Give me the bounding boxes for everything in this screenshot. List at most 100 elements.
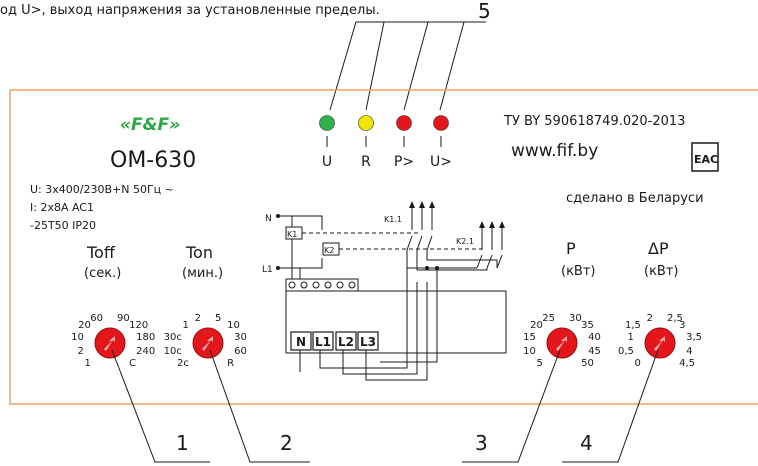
dial-3-tick-label: 30 [569, 313, 582, 324]
coil-k1-label: K1 [287, 230, 297, 239]
led-indicators: U R P> U> [319, 115, 452, 170]
dial-4-tick-label: 0 [635, 358, 641, 369]
dial-4-tick-label: 3 [679, 320, 685, 331]
dial-4-pointer-icon [654, 336, 665, 351]
terminal-l1: L1 [312, 331, 334, 351]
terminal-block: N L1 L2 L3 [290, 331, 379, 351]
dial-4-tick-label: 0,5 [618, 346, 634, 357]
wire-out-l3 [365, 282, 428, 381]
dial-4-tick-label: 1 [628, 332, 634, 343]
dial-2-tick-label: 1 [183, 320, 189, 331]
tu-code: ТУ BY 590618749.020-2013 [503, 114, 685, 129]
dial-4-tick-label: 2 [647, 313, 653, 324]
website: www.fif.by [511, 141, 598, 161]
terminal-l3-label: L3 [360, 335, 376, 349]
led-1: U [319, 115, 335, 170]
terminal-l1-label: L1 [315, 335, 331, 349]
dial-4-tick-label: 1,5 [625, 320, 641, 331]
dial-2-tick-label: 10c [164, 346, 182, 357]
dial-3-tick-label: 35 [581, 320, 594, 331]
relay-contact-row [285, 278, 359, 292]
callout-2: 2 [280, 431, 293, 455]
wire-phase-c [427, 259, 498, 268]
contact-k11-label: K1.1 [384, 215, 402, 224]
led-1-lamp [319, 115, 335, 131]
terminal-n: N [290, 331, 312, 351]
dial-2-tick-label: R [227, 358, 234, 369]
dial-3-tick-label: 10 [523, 346, 536, 357]
dial-p-unit: (кВт) [561, 264, 596, 279]
dial-3-pointer-icon [556, 336, 567, 351]
dial-1-tick-label: 240 [136, 346, 155, 357]
wire-phase-b [417, 268, 488, 271]
dial-2-pointer-icon [202, 336, 213, 351]
contactor-k21 [476, 221, 505, 269]
callout-4: 4 [580, 431, 593, 455]
spec-line-current: I: 2x8A AC1 [30, 201, 94, 214]
led-3: P> [394, 115, 414, 170]
leader-4 [562, 349, 659, 463]
model-name: OM-630 [110, 148, 196, 173]
dial-3-tick-label: 40 [588, 332, 601, 343]
leader-5-led-p [403, 21, 429, 111]
wire-n [278, 215, 323, 230]
terminal-l3: L3 [357, 331, 379, 351]
leader-5-led-u-over [439, 21, 465, 111]
wire-out-l2 [342, 282, 418, 375]
terminal-l2: L2 [335, 331, 357, 351]
led-3-label: P> [394, 154, 414, 170]
made-in-label: сделано в Беларуси [566, 191, 704, 206]
dial-4-tick-label: 4,5 [679, 358, 695, 369]
dial-2-tick-label: 30 [234, 332, 247, 343]
dial-toff-unit: (сек.) [84, 266, 121, 281]
leader-5-led-u [329, 21, 486, 111]
dial-4-tick-label: 2,5 [667, 313, 683, 324]
panel-outline [9, 89, 758, 405]
terminal-l2-label: L2 [338, 335, 354, 349]
bottom-callouts: 1 2 3 4 [111, 349, 659, 463]
relay-contacts [288, 281, 356, 289]
logo-text: «F&F» [120, 115, 180, 135]
dial-1-tick-label: 120 [129, 320, 148, 331]
eac-text: ЕАС [694, 153, 718, 166]
leader-5-led-r [365, 21, 385, 111]
led-4-label: U> [430, 154, 452, 170]
dial-ton-title: Ton [185, 243, 213, 262]
node-l1 [276, 266, 280, 270]
top-note: од U>, выход напряжения за установленные… [0, 3, 380, 18]
spec-line-voltage: U: 3x400/230B+N 50Гц ~ [30, 183, 174, 196]
dial-3-tick-label: 20 [530, 320, 543, 331]
dial-3-tick-label: 50 [581, 358, 594, 369]
dial-2-tick-label: 5 [215, 313, 221, 324]
dial-2-tick-label: 2 [195, 313, 201, 324]
dial-4-tick-label: 3,5 [686, 332, 702, 343]
led-2: R [358, 115, 374, 170]
led-1-label: U [322, 154, 332, 170]
leader-1 [111, 349, 210, 463]
wire-phase-a [406, 267, 477, 282]
dial-1-tick-label: C [129, 358, 136, 369]
contact-k21-label: K2.1 [456, 237, 474, 246]
callout-1: 1 [176, 431, 189, 455]
circuit-schematic: N L1 K1 K2 K1.1 [262, 201, 507, 381]
dial-1-tick-label: 2 [78, 346, 84, 357]
callout-3: 3 [475, 431, 488, 455]
terminal-n-label: N [296, 335, 306, 349]
led-2-label: R [361, 154, 371, 170]
dial-3-tick-label: 15 [523, 332, 536, 343]
dial-dp-unit: (кВт) [644, 264, 679, 279]
led-4: U> [430, 115, 452, 170]
dial-2-tick-label: 60 [234, 346, 247, 357]
dial-1-tick-label: 1 [85, 358, 91, 369]
dial-ton-unit: (мин.) [182, 266, 223, 281]
leader-2 [209, 349, 310, 463]
device-body [285, 290, 507, 354]
wire-out-l1 [319, 282, 408, 369]
leader-3 [462, 349, 561, 463]
node-n [276, 214, 280, 218]
